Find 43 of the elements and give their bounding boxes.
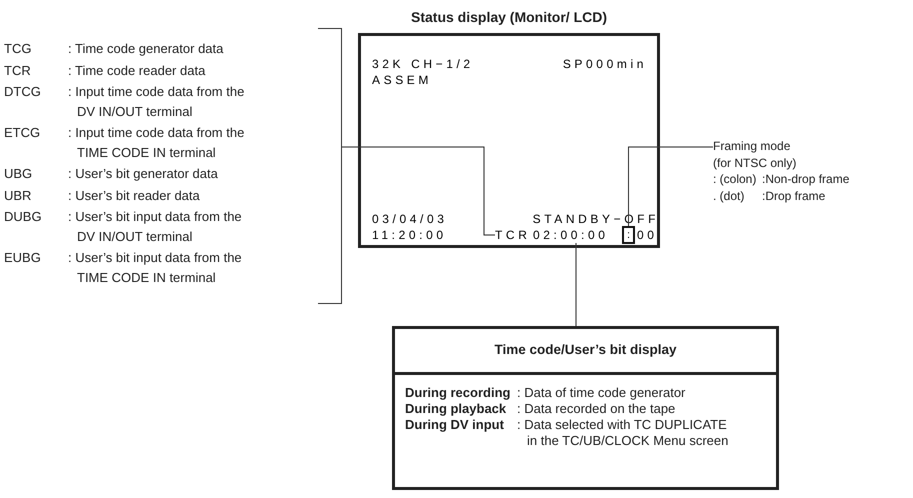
box-heading: Time code/User’s bit display [494, 341, 677, 360]
description: : Time code generator data [68, 40, 224, 58]
mode-name: During DV input [405, 417, 505, 434]
screen-text: 03/04/03 [372, 212, 448, 227]
mode-name: During recording [405, 385, 512, 401]
info-box [392, 326, 779, 490]
display-title: Status display (Monitor/ LCD) [410, 8, 608, 27]
screen-text: 00 [637, 228, 658, 243]
screen-text: TCR [495, 228, 530, 243]
leader-line [342, 146, 496, 236]
description: : User’s bit input data from the DV IN/OUT terminal [68, 208, 243, 246]
description: : Data recorded on the tape [517, 401, 676, 417]
description: : User’s bit input data from the TIME CODE IN terminal [68, 249, 243, 286]
abbreviation: UBR [4, 186, 32, 204]
screen-text: SP000min [562, 57, 647, 72]
abbreviation: EUBG [4, 249, 42, 267]
screen-text: 11:20:00 [372, 228, 447, 243]
description: : User’s bit reader data [68, 186, 201, 204]
screen-text: 32K CH−1/2 [372, 57, 474, 72]
abbreviation: TCR [4, 62, 32, 80]
highlight-box: : [622, 226, 635, 244]
leader-line [628, 146, 714, 226]
description: : Data selected with TC DUPLICATE in the TC/UB/CLOCK Menu screen [517, 417, 730, 449]
abbreviation: DUBG [4, 208, 43, 226]
symbol: . (dot) [713, 188, 746, 204]
description: : Time code reader data [68, 62, 206, 80]
description: : User’s bit generator data [68, 165, 219, 183]
description: : Input time code data from the TIME CODE IN terminal [68, 124, 246, 162]
mode-name: During playback [405, 401, 508, 417]
symbol: : (colon) [713, 171, 758, 188]
status-display-screen [358, 33, 660, 248]
abbreviation: DTCG [4, 83, 42, 101]
note-text: (for NTSC only) [713, 154, 798, 171]
screen-text: ASSEM [372, 73, 432, 88]
abbreviation: ETCG [4, 124, 42, 142]
description: :Drop frame [762, 188, 826, 204]
screen-text: 02:00:00 [533, 228, 609, 243]
abbreviation: TCG [4, 40, 32, 58]
description: : Data of time code generator [517, 385, 686, 401]
description: : Input time code data from the DV IN/OUT terminal [68, 83, 246, 120]
description: :Non-drop frame [762, 171, 850, 188]
note-heading: Framing mode [713, 138, 792, 154]
abbreviation: UBG [4, 165, 34, 183]
